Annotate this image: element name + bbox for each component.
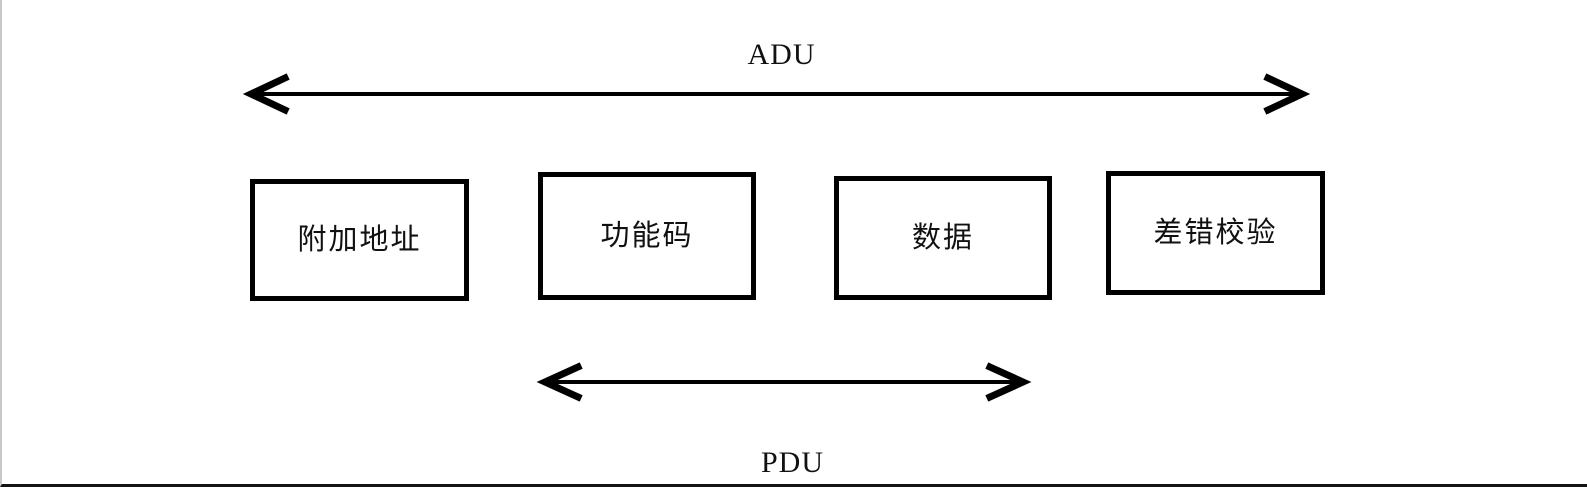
adu-arrow-head-right-icon bbox=[1263, 73, 1311, 115]
adu-label-text: ADU bbox=[747, 38, 816, 71]
field-box-error-check: 差错校验 bbox=[1106, 171, 1325, 295]
pdu-label-text: PDU bbox=[760, 446, 824, 479]
field-box-function-code: 功能码 bbox=[538, 172, 756, 300]
field-box-additional-address: 附加地址 bbox=[250, 179, 469, 301]
field-box-data: 数据 bbox=[834, 176, 1052, 300]
field-box-label: 功能码 bbox=[600, 220, 694, 252]
adu-label: ADU bbox=[2, 38, 1587, 72]
adu-span-arrow bbox=[242, 73, 1311, 115]
field-box-label: 数据 bbox=[911, 222, 974, 254]
field-box-label: 差错校验 bbox=[1153, 217, 1278, 249]
pdu-arrow-head-left-icon bbox=[536, 362, 583, 402]
adu-arrow-head-left-icon bbox=[242, 73, 290, 115]
pdu-arrow-head-right-icon bbox=[985, 362, 1032, 402]
pdu-label: PDU bbox=[2, 446, 1587, 480]
pdu-span-arrow bbox=[536, 362, 1032, 402]
field-box-label: 附加地址 bbox=[297, 224, 422, 256]
